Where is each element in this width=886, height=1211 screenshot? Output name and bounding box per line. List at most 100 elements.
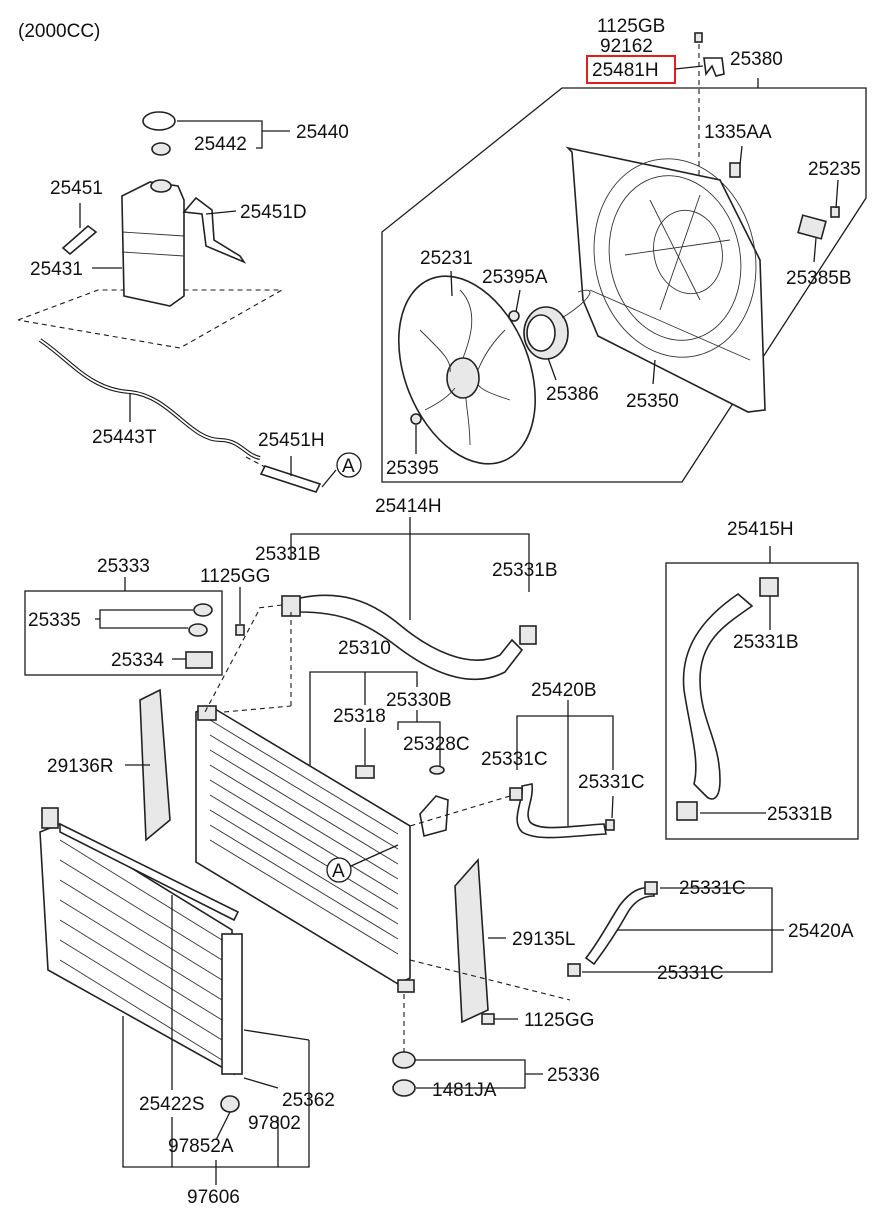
hose-25451h xyxy=(259,465,322,493)
condenser-97606 xyxy=(39,807,310,1185)
label-25442: 25442 xyxy=(194,134,247,155)
bracket-25334 xyxy=(185,651,213,669)
bolt-1125gg-upper xyxy=(235,624,245,636)
label-29135l: 29135L xyxy=(512,929,575,950)
seal-25328c xyxy=(429,765,445,775)
label-25235: 25235 xyxy=(808,159,861,180)
insulator-25335 xyxy=(188,603,213,637)
label-1125gb: 1125GB xyxy=(597,16,665,37)
dryer-cap-97852a xyxy=(220,1095,240,1113)
ref-marker-a-upper: A xyxy=(336,452,362,478)
label-25386: 25386 xyxy=(546,384,599,405)
label-1125gg-b: 1125GG xyxy=(524,1010,594,1031)
lower-hose-25415h xyxy=(682,592,754,800)
fan-motor-25386 xyxy=(523,289,591,360)
lower-mounts-group xyxy=(392,959,571,1097)
lower-hose-group xyxy=(665,546,859,840)
ref-marker-a-lower: A xyxy=(326,844,399,883)
label-25333: 25333 xyxy=(97,556,150,577)
bolt-1335aa xyxy=(729,162,741,178)
label-25328c: 25328C xyxy=(403,734,470,755)
label-25330b: 25330B xyxy=(386,690,452,711)
radiator-25310 xyxy=(195,611,449,993)
label-1335aa: 1335AA xyxy=(704,122,772,143)
highlight-box-25481h xyxy=(586,55,676,84)
label-25331c-b: 25331C xyxy=(578,772,645,793)
clamp-25331b-d xyxy=(676,801,698,821)
label-25395: 25395 xyxy=(386,458,439,479)
reservoir-tank-25431 xyxy=(121,179,185,307)
label-25335: 25335 xyxy=(28,610,81,631)
air-guard-29136r xyxy=(125,688,171,842)
label-25431: 25431 xyxy=(30,259,83,280)
hose-25443t xyxy=(38,338,261,460)
label-25318: 25318 xyxy=(333,706,386,727)
label-97606: 97606 xyxy=(187,1187,240,1208)
label-97802: 97802 xyxy=(248,1113,301,1134)
hose-25451 xyxy=(61,224,98,256)
drain-cock-25318 xyxy=(355,765,375,779)
label-1125gg-a: 1125GG xyxy=(200,566,270,587)
clip-25481h xyxy=(703,57,725,77)
clamp-25331b-b xyxy=(519,625,537,645)
label-25451: 25451 xyxy=(50,178,103,199)
bolt-1125gb xyxy=(694,32,703,190)
clamp-25331c-b xyxy=(605,819,615,831)
label-25422s: 25422S xyxy=(139,1094,205,1115)
insulator-1481ja xyxy=(392,1079,416,1097)
radiator-cap-25330b xyxy=(419,795,449,838)
label-25334: 25334 xyxy=(111,650,164,671)
clamp-25331b-c xyxy=(759,577,779,597)
engine-spec-label: (2000CC) xyxy=(18,21,100,42)
part-labels: 1125GB 92162 25481H 25380 25440 25442 13… xyxy=(28,16,861,1208)
insulator-25336 xyxy=(392,1051,416,1069)
label-25331c-c: 25331C xyxy=(679,878,746,899)
clamp-25331c-d xyxy=(567,963,581,977)
label-25380: 25380 xyxy=(730,49,783,70)
label-25451h: 25451H xyxy=(258,430,325,451)
label-25385b: 25385B xyxy=(786,268,852,289)
label-25331c-d: 25331C xyxy=(657,963,724,984)
bolt-1125gg-lower xyxy=(481,1013,495,1025)
upper-hose-25414h xyxy=(257,517,537,680)
label-25420b: 25420B xyxy=(531,680,597,701)
label-25310: 25310 xyxy=(338,638,391,659)
label-25350: 25350 xyxy=(626,391,679,412)
air-guard-29135l xyxy=(454,858,506,1024)
label-25331b-c: 25331B xyxy=(733,632,799,653)
label-25395a: 25395A xyxy=(482,267,548,288)
hose-group-25420b xyxy=(409,700,615,839)
hose-25451d xyxy=(182,196,247,264)
label-25336: 25336 xyxy=(547,1065,600,1086)
ref-marker-a-lower-label: A xyxy=(332,861,345,882)
label-25331b-a: 25331B xyxy=(255,544,321,565)
resistor-25385b xyxy=(797,206,840,240)
reservoir-group xyxy=(17,111,337,493)
label-25440: 25440 xyxy=(296,122,349,143)
clamp-25331c-c xyxy=(644,881,658,895)
screw-25395a xyxy=(508,310,520,322)
ref-marker-a-upper-label: A xyxy=(342,456,355,477)
label-25414h: 25414H xyxy=(375,496,442,517)
fan-assembly-group xyxy=(381,32,867,483)
label-25420a: 25420A xyxy=(788,921,854,942)
label-1481ja: 1481JA xyxy=(432,1080,497,1101)
label-25415h: 25415H xyxy=(727,519,794,540)
label-29136r: 29136R xyxy=(47,756,114,777)
label-25331b-b: 25331B xyxy=(492,560,558,581)
label-25481h: 25481H xyxy=(592,60,659,81)
label-25231: 25231 xyxy=(420,248,473,269)
label-97852a: 97852A xyxy=(168,1136,234,1157)
mount-kit-group xyxy=(24,577,245,676)
clamp-25331c-a xyxy=(509,787,523,801)
screw-25395 xyxy=(410,413,422,425)
label-92162: 92162 xyxy=(600,36,653,57)
label-25362: 25362 xyxy=(282,1090,335,1111)
label-25451d: 25451D xyxy=(240,202,307,223)
fan-shroud-25350 xyxy=(565,146,766,413)
label-25443t: 25443T xyxy=(92,427,157,448)
label-25331c-a: 25331C xyxy=(481,749,548,770)
fan-blade-25231 xyxy=(397,275,537,465)
hose-group-25420a xyxy=(567,881,784,977)
